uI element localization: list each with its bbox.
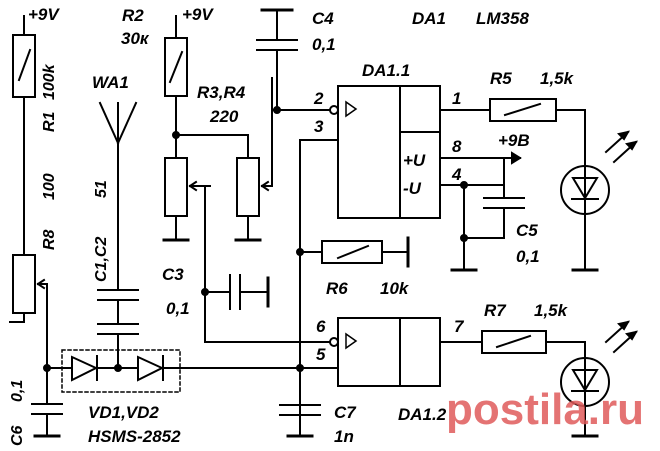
c7-label: C7	[334, 403, 357, 422]
junction-dot	[172, 131, 180, 139]
pin-number: 5	[316, 345, 326, 364]
r6-resistor	[299, 236, 410, 268]
da1-2-opamp	[329, 317, 441, 387]
da1-1-opamp	[329, 85, 441, 219]
r1-resistor	[12, 15, 36, 256]
r7-resistor	[481, 330, 586, 361]
pin-number: 3	[314, 117, 324, 136]
led1-indicator	[560, 130, 638, 272]
c4-capacitor	[256, 8, 298, 111]
c7-capacitor	[279, 404, 321, 438]
r5-resistor	[489, 98, 586, 169]
r8-potentiometer	[9, 254, 48, 369]
r7-value: 1,5k	[534, 301, 569, 320]
junction-dot	[460, 181, 468, 189]
plus-u-label: +U	[403, 151, 426, 170]
r3-trimmer-resistor	[162, 157, 211, 343]
pin-number: 4	[451, 165, 462, 184]
wa1-antenna-symbol	[98, 101, 138, 291]
c3-capacitor	[204, 274, 270, 310]
diode-type-label: HSMS-2852	[88, 427, 181, 446]
r3r4-label: R3,R4	[197, 83, 246, 102]
r8-label: R8	[41, 229, 58, 250]
pin-number: 2	[313, 89, 324, 108]
c5-capacitor	[463, 159, 525, 239]
pin-number: 7	[454, 317, 465, 336]
c1c2-label: C1,C2	[93, 237, 110, 282]
r6-value: 10k	[380, 279, 410, 298]
pin-number: 8	[452, 137, 462, 156]
r6-label: R6	[326, 279, 348, 298]
c7-value: 1n	[334, 427, 354, 446]
supply-label: +9V	[28, 5, 60, 24]
watermark-text: postila.ru	[446, 385, 644, 434]
pin-number: 1	[452, 89, 461, 108]
r5-label: R5	[490, 69, 512, 88]
r1-label: R1	[41, 111, 58, 132]
ic-type-label: LM358	[476, 9, 529, 28]
minus-u-label: -U	[403, 179, 422, 198]
r7-label: R7	[484, 301, 507, 320]
vd-label: VD1,VD2	[88, 403, 159, 422]
da12-label: DA1.2	[398, 405, 447, 424]
r5-value: 1,5k	[540, 69, 575, 88]
component-labels: +9V R2 30к +9V C4 0,1 DA1 LM358 R1 100k …	[9, 5, 575, 446]
supply-label: +9B	[498, 131, 530, 150]
c6-capacitor	[31, 367, 63, 438]
led2-indicator	[560, 320, 638, 438]
c6-value: 0,1	[9, 380, 26, 402]
junction-dot	[273, 106, 281, 114]
c3-label: C3	[162, 265, 184, 284]
c1c2-value: 51	[93, 180, 110, 198]
r1-value: 100k	[41, 63, 58, 100]
r3r4-value: 220	[209, 107, 239, 126]
diode-package-outline	[61, 349, 181, 393]
c5-value: 0,1	[516, 247, 540, 266]
r8-value: 100	[41, 173, 58, 200]
vd1-diode	[71, 355, 99, 382]
r2-label: R2	[122, 6, 144, 25]
c5-label: C5	[516, 221, 538, 240]
c6-label: C6	[9, 425, 26, 446]
r4-trimmer-resistor	[234, 77, 273, 242]
vd2-diode	[137, 355, 165, 382]
wa1-label: WA1	[92, 73, 129, 92]
c1-capacitor	[97, 289, 139, 301]
junction-dot	[201, 288, 209, 296]
pin-number: 6	[316, 317, 326, 336]
da11-label: DA1.1	[362, 61, 410, 80]
r2-resistor	[164, 15, 188, 159]
c3-value: 0,1	[166, 299, 190, 318]
c2-capacitor	[97, 299, 139, 369]
c4-label: C4	[312, 9, 334, 28]
da1-label: DA1	[412, 9, 446, 28]
c4-value: 0,1	[312, 35, 336, 54]
supply-label: +9V	[182, 5, 214, 24]
r2-value: 30к	[121, 29, 150, 48]
